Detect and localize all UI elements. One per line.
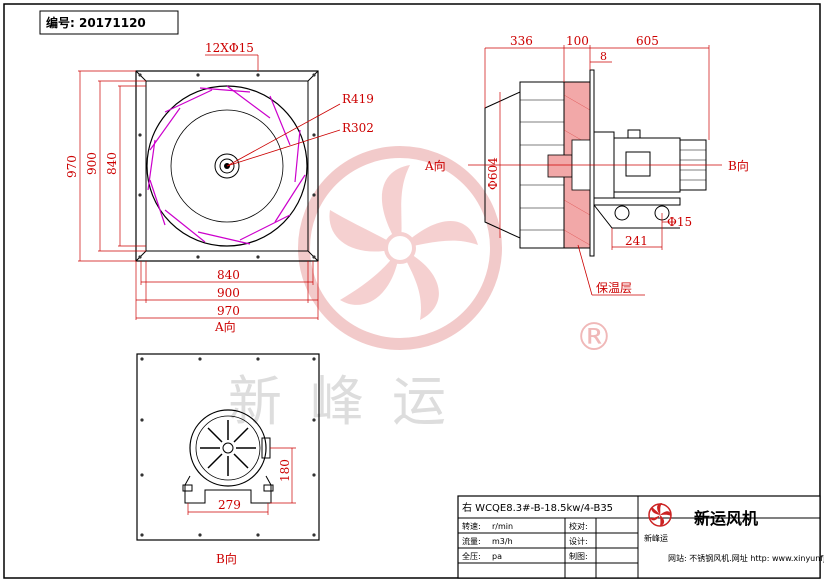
dim-rear-height-label: 180 bbox=[278, 459, 292, 482]
dim-hole-label: Φ15 bbox=[667, 215, 692, 229]
flow-label: 流量: bbox=[462, 536, 481, 546]
arrow-b-label: B向 bbox=[728, 158, 749, 173]
width-mid-label: 900 bbox=[217, 286, 240, 300]
pressure-label: 全压: bbox=[462, 551, 481, 561]
dim-rear-width-label: 279 bbox=[218, 498, 241, 512]
dim-flange-label: 100 bbox=[566, 34, 589, 48]
model-label: 右 WCQE8.3#-B-18.5kw/4-B35 bbox=[462, 501, 613, 514]
impeller-blades bbox=[147, 85, 306, 245]
height-inner-label: 840 bbox=[105, 152, 119, 175]
view-b-label: B向 bbox=[216, 551, 237, 566]
side-view: 336 100 605 8 Φ604 A向 B向 241 Φ15 保温层 bbox=[424, 34, 749, 296]
motor-end-circle bbox=[189, 409, 267, 487]
watermark-text: 新峰运 bbox=[228, 370, 474, 433]
pressure-unit: pa bbox=[492, 552, 502, 561]
speed-unit: r/min bbox=[492, 522, 513, 531]
dim-plate-label: 8 bbox=[600, 50, 607, 63]
company-logo-text: 新峰运 bbox=[644, 533, 668, 543]
mounting-holes bbox=[138, 73, 316, 259]
watermark-registered: ® bbox=[575, 315, 613, 359]
company-name: 新运风机 bbox=[694, 509, 758, 528]
view-a-label: A向 bbox=[214, 319, 236, 334]
height-mid-label: 900 bbox=[85, 152, 99, 175]
drawing-number-box bbox=[39, 10, 179, 35]
speed-label: 转速: bbox=[462, 521, 481, 531]
title-block: 右 WCQE8.3#-B-18.5kw/4-B35 转速: r/min 流量: … bbox=[457, 495, 824, 579]
drawing-number-label: 编号: 20171120 bbox=[45, 15, 146, 30]
radius-inner-label: R302 bbox=[342, 121, 374, 135]
holes-label: 12XΦ15 bbox=[205, 41, 254, 55]
drawing-border bbox=[3, 3, 821, 579]
company-logo-icon bbox=[648, 503, 672, 527]
company-website: 网站: 不锈钢风机.网址 http: www.xinyunfj.com bbox=[668, 553, 824, 563]
radius-outer-label: R419 bbox=[342, 92, 374, 106]
dim-inlet-label: 336 bbox=[510, 34, 533, 48]
arrow-a-label: A向 bbox=[424, 158, 446, 173]
width-outer-label: 970 bbox=[217, 304, 240, 318]
dim-base-label: 241 bbox=[625, 234, 648, 248]
draw-label: 制图: bbox=[569, 551, 588, 561]
dim-diameter-label: Φ604 bbox=[486, 157, 500, 190]
dim-motor-label: 605 bbox=[636, 34, 659, 48]
watermark-logo bbox=[298, 146, 502, 350]
height-outer-label: 970 bbox=[65, 155, 79, 178]
rear-view: 279 180 B向 bbox=[136, 353, 320, 566]
width-inner-label: 840 bbox=[217, 268, 240, 282]
design-label: 设计: bbox=[569, 536, 588, 546]
flow-unit: m3/h bbox=[492, 537, 513, 546]
insulation-label: 保温层 bbox=[596, 281, 632, 295]
check-label: 校对: bbox=[569, 521, 588, 531]
front-view: R419 R302 12XΦ15 970 900 840 840 900 970 bbox=[65, 41, 374, 334]
